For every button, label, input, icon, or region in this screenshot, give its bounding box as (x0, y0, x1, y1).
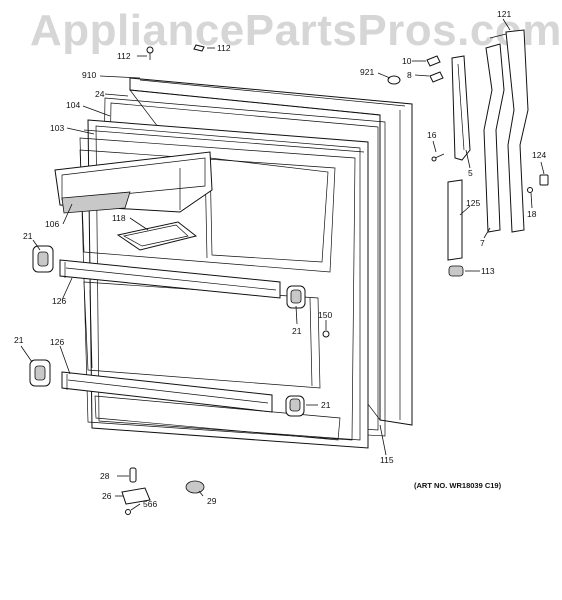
callout-7: 7 (480, 238, 485, 248)
callout-115: 115 (380, 455, 394, 465)
art-number: (ART NO. WR18039 C19) (414, 481, 502, 490)
callout-24: 24 (95, 89, 105, 99)
door-shelf-lower (61, 371, 273, 413)
callout-28: 28 (100, 471, 110, 481)
watermark-text: AppliancePartsPros.com (30, 6, 562, 55)
callout-8: 8 (407, 70, 412, 80)
callout-566: 566 (143, 499, 157, 509)
callout-910: 910 (82, 70, 96, 80)
callout-121: 121 (497, 9, 511, 19)
screw-150 (322, 330, 330, 338)
callout-10: 10 (402, 56, 412, 66)
spacer-28 (129, 467, 137, 483)
screw-16 (431, 153, 445, 162)
door-handle-7 (483, 43, 505, 233)
bracket-26 (121, 487, 151, 505)
shelf-support-left-lower (29, 359, 51, 387)
screw-112-right (193, 44, 205, 52)
callout-124: 124 (532, 150, 546, 160)
callout-18: 18 (527, 209, 537, 219)
hinge-bracket-5 (451, 55, 471, 161)
callout-126-lower: 126 (50, 337, 64, 347)
shelf-support-left-upper (32, 245, 54, 273)
callout-26: 26 (102, 491, 112, 501)
bumper-29 (185, 480, 205, 494)
door-shelf-upper (59, 259, 281, 299)
callout-921: 921 (360, 67, 374, 77)
callout-112-right: 112 (217, 43, 231, 53)
callout-150: 150 (318, 310, 332, 320)
callout-21-left-upper: 21 (23, 231, 33, 241)
callout-5: 5 (468, 168, 473, 178)
dairy-compartment-door (54, 151, 213, 214)
bushing-10 (426, 55, 441, 67)
callout-21-right-upper: 21 (292, 326, 302, 336)
callout-112-left: 112 (117, 51, 131, 61)
callout-113: 113 (481, 266, 495, 276)
callout-29: 29 (207, 496, 217, 506)
callout-104: 104 (66, 100, 80, 110)
screw-18 (527, 187, 533, 193)
callout-126-upper: 126 (52, 296, 66, 306)
plug-921 (387, 75, 401, 85)
clip-124 (539, 174, 549, 186)
callout-21-right-lower: 21 (321, 400, 331, 410)
screw-112-left (146, 46, 154, 60)
callout-103: 103 (50, 123, 64, 133)
callout-106: 106 (45, 219, 59, 229)
shelf-support-right-lower (285, 395, 305, 417)
leader-lines (20, 18, 545, 511)
cap-113 (448, 265, 464, 277)
callout-125: 125 (466, 198, 480, 208)
screw-566 (125, 509, 131, 515)
handle-trim-121 (489, 29, 529, 233)
callout-21-left-lower: 21 (14, 335, 24, 345)
callout-16: 16 (427, 130, 437, 140)
cap-8 (429, 71, 444, 83)
handle-end-125 (447, 179, 463, 261)
shelf-support-right-upper (286, 285, 306, 309)
callout-118: 118 (112, 213, 126, 223)
egg-shelf (116, 221, 198, 251)
